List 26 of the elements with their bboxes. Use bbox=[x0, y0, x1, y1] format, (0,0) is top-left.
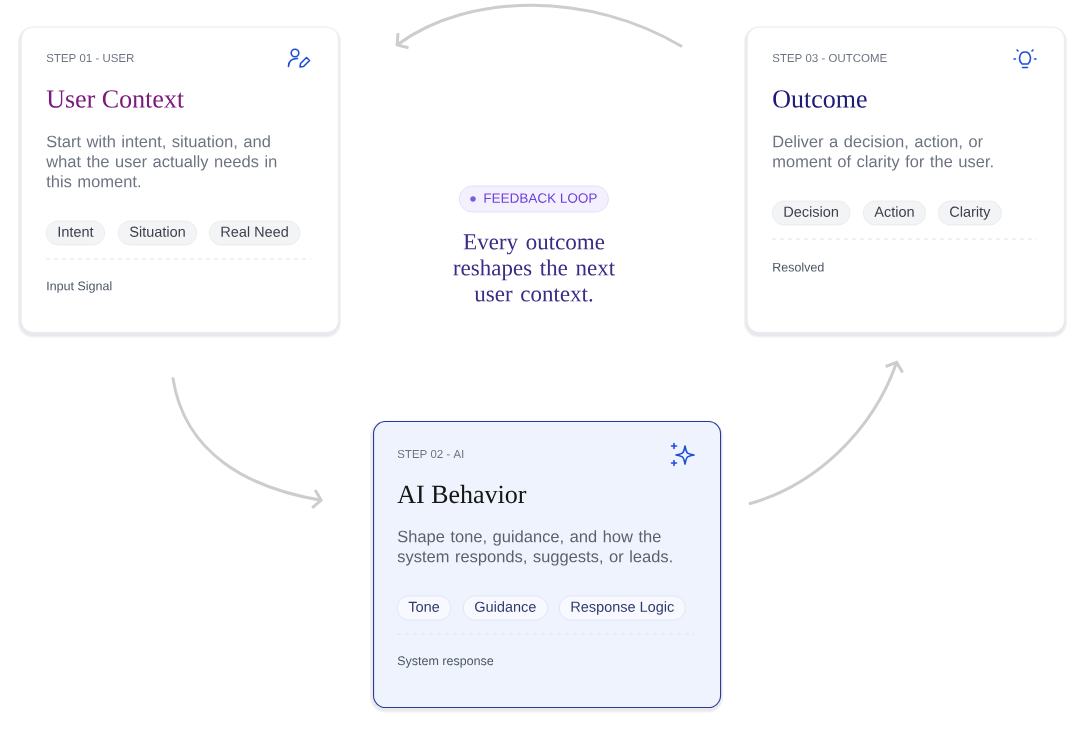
curved-arrow bbox=[171, 377, 323, 509]
footer-label: System response bbox=[397, 656, 494, 668]
tag-pill: Decision bbox=[772, 200, 851, 226]
tag-pill: Clarity bbox=[938, 200, 1002, 226]
tagline: Every outcome reshapes the next user context. bbox=[453, 234, 615, 302]
tag-pill: Tone bbox=[397, 595, 452, 621]
card-title: User Context bbox=[46, 90, 184, 108]
card-description: Start with intent, situation, and what the user actually needs in this moment. bbox=[46, 135, 277, 188]
footer-label: Input Signal bbox=[47, 281, 112, 293]
step-label: STEP 01 - USER bbox=[46, 53, 134, 63]
step-label: STEP 02 - AI bbox=[397, 449, 464, 459]
tag-pill: Real Need bbox=[209, 220, 301, 246]
card-description: Shape tone, guidance, and how the system responds, suggests, or leads. bbox=[397, 530, 672, 566]
tag-pill: Action bbox=[863, 200, 926, 226]
badge: FEEDBACK LOOP bbox=[459, 185, 609, 213]
card-description: Deliver a decision, action, or moment of clarity for the user. bbox=[773, 135, 993, 171]
tag-pill: Situation bbox=[118, 220, 198, 246]
tag-pill: Response Logic bbox=[559, 595, 686, 621]
tag-pill: Guidance bbox=[463, 595, 548, 621]
card-title: Outcome bbox=[773, 90, 867, 108]
tag-pill: Intent bbox=[46, 220, 105, 246]
step-label: STEP 03 - OUTCOME bbox=[772, 53, 887, 63]
curved-arrow bbox=[748, 360, 904, 506]
curved-arrow bbox=[395, 3, 683, 50]
card-title: AI Behavior bbox=[397, 484, 527, 504]
footer-label: Resolved bbox=[773, 262, 824, 272]
